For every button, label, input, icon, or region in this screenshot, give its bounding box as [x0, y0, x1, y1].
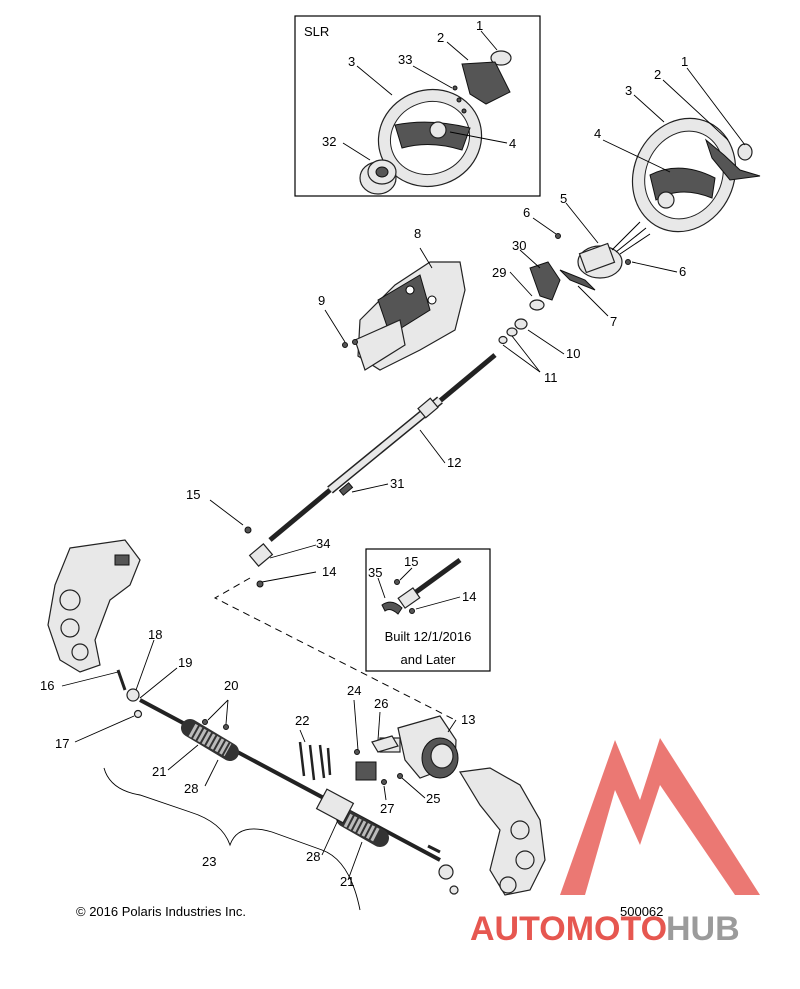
steering-column-drawing	[354, 261, 466, 371]
callout-21-left: 21	[152, 764, 166, 779]
callout-25: 25	[426, 791, 440, 806]
callout-labels: 1 2 3 33 4 32 1 2 3 4 5 6 6 7 8 9 10 11 …	[40, 18, 688, 889]
callout-19: 19	[178, 655, 192, 670]
watermark-part2: HUB	[666, 910, 740, 948]
slr-hub-drawing	[359, 159, 397, 195]
left-knuckle-drawing	[47, 539, 141, 673]
callout-23: 23	[202, 854, 216, 869]
callout-18: 18	[148, 627, 162, 642]
built-later-inset: Built 12/1/2016 and Later	[365, 548, 491, 672]
bracket-23	[103, 767, 361, 911]
callout-7: 7	[610, 314, 617, 329]
slr-inset: SLR	[294, 15, 541, 197]
callout-6-top: 6	[523, 205, 530, 220]
callout-4: 4	[594, 126, 601, 141]
callout-21-right: 21	[340, 874, 354, 889]
callout-16: 16	[40, 678, 54, 693]
horn-pad-drawing	[704, 138, 761, 181]
callout-20: 20	[224, 678, 238, 693]
steering-rack-drawing	[126, 688, 454, 880]
callout-22: 22	[295, 713, 309, 728]
callout-27: 27	[380, 801, 394, 816]
callout-11: 11	[544, 370, 558, 385]
callout-1-slr: 1	[476, 18, 483, 33]
callout-12: 12	[447, 455, 461, 470]
center-cap-drawing	[737, 143, 753, 161]
callout-4-slr: 4	[509, 136, 516, 151]
eps-unit-drawing	[379, 715, 459, 779]
steering-wheel-drawing	[631, 117, 737, 233]
copyright-text: © 2016 Polaris Industries Inc.	[76, 904, 246, 919]
callout-17: 17	[55, 736, 69, 751]
callout-3-slr: 3	[348, 54, 355, 69]
washers-drawing	[498, 318, 528, 345]
callout-15-inset: 15	[404, 554, 418, 569]
callout-24: 24	[347, 683, 361, 698]
coupler-drawing	[354, 749, 377, 781]
callout-13: 13	[461, 712, 475, 727]
callout-33: 33	[398, 52, 412, 67]
callout-34: 34	[316, 536, 330, 551]
callout-9: 9	[318, 293, 325, 308]
callout-28-right: 28	[306, 849, 320, 864]
callout-3: 3	[625, 83, 632, 98]
callout-2: 2	[654, 67, 661, 82]
slr-bolts-drawing	[452, 85, 467, 114]
built-later-line2: and Later	[401, 652, 457, 667]
right-knuckle-drawing	[459, 767, 546, 896]
callout-5: 5	[560, 191, 567, 206]
switch-assembly-drawing	[555, 221, 651, 291]
callout-10: 10	[566, 346, 580, 361]
callout-35: 35	[368, 565, 382, 580]
callout-15: 15	[186, 487, 200, 502]
callout-32: 32	[322, 134, 336, 149]
callout-1: 1	[681, 54, 688, 69]
callout-14-inset: 14	[462, 589, 476, 604]
built-later-line1: Built 12/1/2016	[385, 629, 472, 644]
watermark-part1: AUTOMOTO	[470, 910, 667, 948]
callout-14: 14	[322, 564, 336, 579]
automotohub-logo: AUTOMOTO HUB	[470, 738, 760, 948]
callout-8: 8	[414, 226, 421, 241]
slr-steering-wheel-drawing	[377, 88, 483, 188]
callout-28-left: 28	[184, 781, 198, 796]
diagram-number: 500062	[620, 904, 663, 919]
callout-26: 26	[374, 696, 388, 711]
slr-inset-title: SLR	[304, 24, 329, 39]
callout-29: 29	[492, 265, 506, 280]
clamp-drawing	[371, 735, 399, 753]
callout-2-slr: 2	[437, 30, 444, 45]
slr-adapter-drawing	[461, 61, 511, 105]
callout-31: 31	[390, 476, 404, 491]
callout-30: 30	[512, 238, 526, 253]
reference-line	[213, 577, 456, 721]
steering-shaft-drawing	[248, 353, 497, 567]
bracket-drawing	[529, 261, 561, 311]
rack-bolts-drawing	[298, 741, 332, 781]
slr-cap-drawing	[490, 50, 512, 66]
callout-6-right: 6	[679, 264, 686, 279]
